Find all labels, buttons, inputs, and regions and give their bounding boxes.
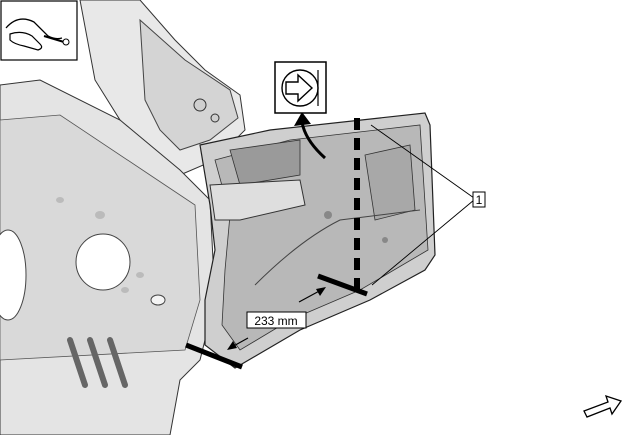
body-structure xyxy=(0,0,246,435)
cut-lines xyxy=(185,118,368,370)
callout-1: 1 xyxy=(472,191,486,208)
dimension-arrows xyxy=(227,287,326,350)
dimension-text: 233 mm xyxy=(254,314,297,328)
callout-number: 1 xyxy=(476,193,483,207)
forward-arrow-box-icon xyxy=(274,61,327,114)
bracket-panel xyxy=(199,112,436,369)
hand-tool-inset-icon xyxy=(0,0,78,61)
lower-cut-line xyxy=(317,273,368,297)
front-direction-arrow-icon xyxy=(583,394,623,418)
callout-leaders xyxy=(370,124,475,286)
curved-arrow-icon xyxy=(300,121,327,160)
dimension-label: 233 mm xyxy=(246,311,307,329)
left-cut-line xyxy=(185,342,243,370)
